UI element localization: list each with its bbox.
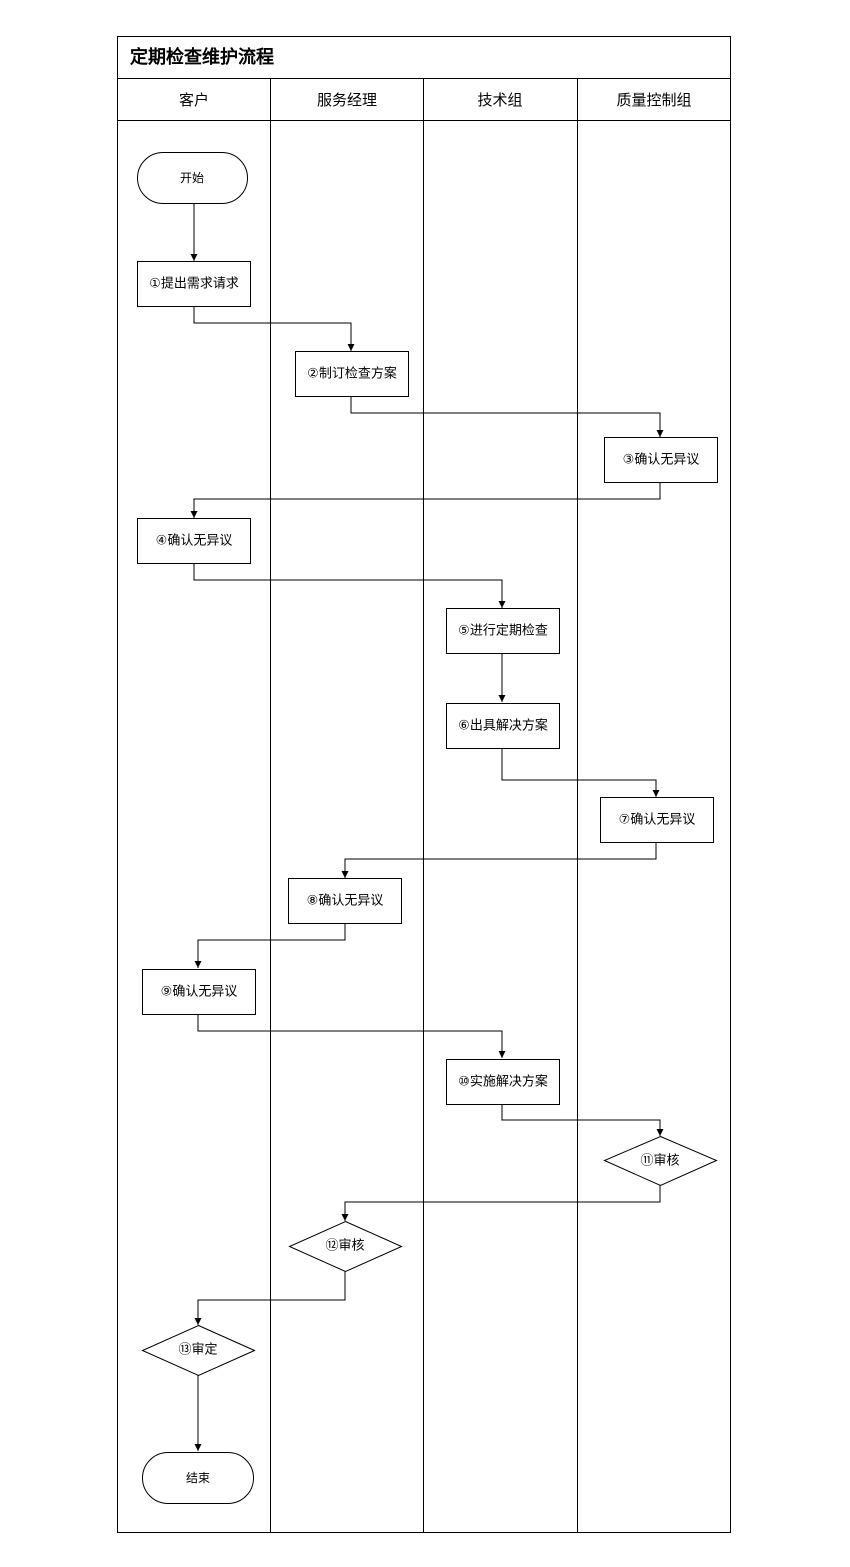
- process-label-n5: ⑤进行定期检查: [458, 624, 548, 639]
- process-label-n7: ⑦确认无异议: [619, 813, 696, 828]
- connector-n9-n10: [198, 1015, 502, 1058]
- connector-n7-n8: [345, 843, 656, 878]
- end-label: 结束: [186, 1471, 210, 1485]
- connector-n2-n3: [351, 397, 660, 437]
- process-label-n1: ①提出需求请求: [149, 276, 239, 292]
- decision-label-n13: ⑬审定: [178, 1343, 217, 1358]
- connector-n10-n11: [502, 1104, 660, 1136]
- connector-n6-n7: [502, 749, 656, 797]
- lane-header-customer: 客户: [179, 91, 209, 109]
- lane-header-service-manager: 服务经理: [317, 91, 377, 109]
- connector-n1-n2: [194, 307, 351, 351]
- process-label-n8: ⑧确认无异议: [307, 894, 384, 909]
- process-label-n2: ②制订检查方案: [307, 366, 397, 382]
- connector-n4-n5: [194, 564, 502, 608]
- diagram-title: 定期检查维护流程: [130, 46, 274, 68]
- process-label-n10: ⑩实施解决方案: [458, 1074, 548, 1090]
- process-label-n3: ③确认无异议: [623, 453, 700, 468]
- connectors: [194, 204, 660, 1451]
- lane-header-quality-control: 质量控制组: [616, 91, 691, 109]
- swimlane-frame: [118, 37, 731, 1533]
- process-label-n6: ⑥出具解决方案: [458, 718, 548, 734]
- start-label: 开始: [180, 171, 204, 185]
- connector-n11-n12: [345, 1185, 660, 1221]
- connector-n8-n9: [198, 924, 345, 968]
- decision-label-n11: ⑪审核: [640, 1154, 679, 1169]
- process-label-n9: ⑨确认无异议: [161, 985, 238, 1000]
- decision-label-n12: ⑫审核: [325, 1239, 364, 1254]
- connector-n12-n13: [198, 1271, 345, 1325]
- lane-header-tech-team: 技术组: [477, 91, 522, 109]
- process-label-n4: ④确认无异议: [156, 534, 233, 549]
- connector-n3-n4: [194, 483, 660, 518]
